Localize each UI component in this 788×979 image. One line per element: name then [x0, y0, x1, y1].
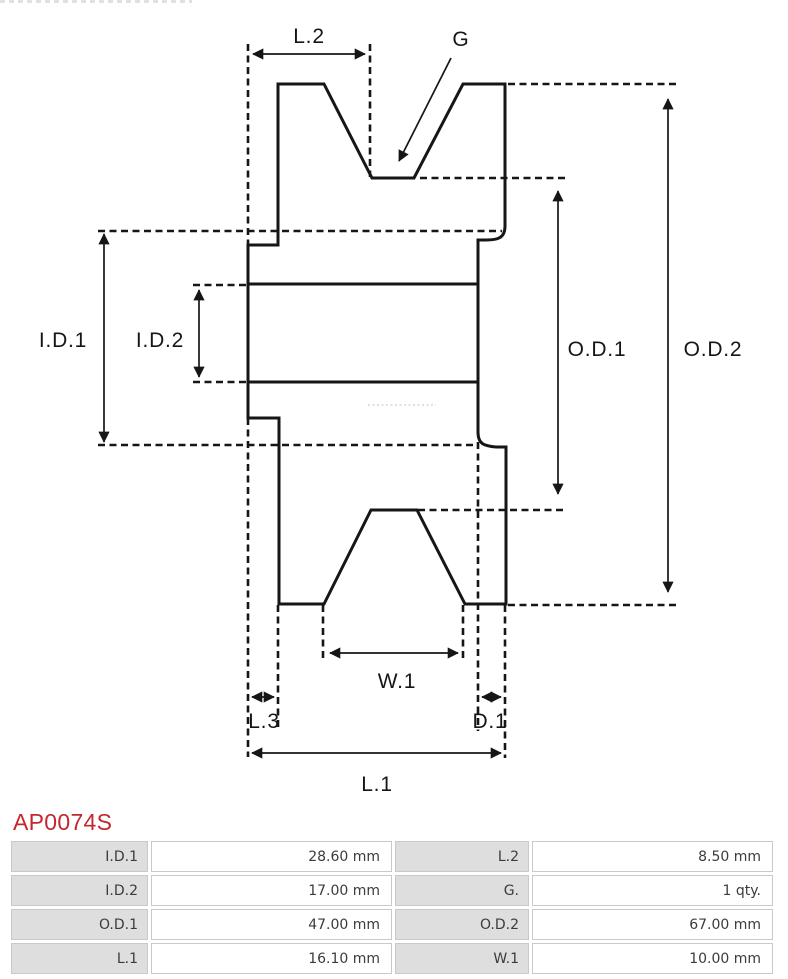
dim-label-cell-od2: O.D.2 — [395, 909, 529, 940]
pulley-profile-path — [246, 82, 508, 606]
dim-value-cell-l1: 16.10 mm — [151, 943, 392, 974]
extension-lines — [98, 44, 676, 758]
table-row: L.1 16.10 mm W.1 10.00 mm — [11, 943, 773, 974]
dim-label-cell-od1: O.D.1 — [11, 909, 148, 940]
table-row: I.D.2 17.00 mm G. 1 qty. — [11, 875, 773, 906]
dim-label-g: G — [452, 28, 469, 51]
dim-g-leader-arrow — [398, 57, 452, 162]
dimension-arrows — [98, 48, 674, 759]
dim-value-cell-id1: 28.60 mm — [151, 841, 392, 872]
pulley-cross-section-outline — [246, 82, 508, 606]
dim-label-l1: L.1 — [361, 773, 393, 796]
dim-value-cell-id2: 17.00 mm — [151, 875, 392, 906]
dim-label-w1: W.1 — [378, 670, 417, 693]
dim-label-id2: I.D.2 — [136, 329, 184, 352]
dim-value-cell-od2: 67.00 mm — [532, 909, 773, 940]
dim-label-l2: L.2 — [293, 25, 325, 48]
cropped-watermark-artifact — [0, 0, 192, 3]
dim-label-d1: D.1 — [472, 710, 507, 733]
dim-label-od2: O.D.2 — [684, 338, 743, 361]
dimension-labels: L.2 G I.D.1 I.D.2 O.D.1 O.D.2 W.1 L.3 D.… — [39, 25, 743, 796]
dim-label-l3: L.3 — [248, 710, 280, 733]
dim-value-cell-l2: 8.50 mm — [532, 841, 773, 872]
dim-label-cell-g: G. — [395, 875, 529, 906]
dim-label-cell-w1: W.1 — [395, 943, 529, 974]
dim-label-od1: O.D.1 — [568, 338, 627, 361]
dim-label-cell-id1: I.D.1 — [11, 841, 148, 872]
table-row: I.D.1 28.60 mm L.2 8.50 mm — [11, 841, 773, 872]
table-row: O.D.1 47.00 mm O.D.2 67.00 mm — [11, 909, 773, 940]
dim-label-cell-id2: I.D.2 — [11, 875, 148, 906]
part-number-title: AP0074S — [13, 809, 113, 835]
dim-label-cell-l1: L.1 — [11, 943, 148, 974]
pulley-technical-drawing: L.2 G I.D.1 I.D.2 O.D.1 O.D.2 W.1 L.3 D.… — [39, 25, 743, 796]
dim-value-cell-od1: 47.00 mm — [151, 909, 392, 940]
dim-label-cell-l2: L.2 — [395, 841, 529, 872]
dim-value-cell-w1: 10.00 mm — [532, 943, 773, 974]
dim-label-id1: I.D.1 — [39, 329, 87, 352]
dim-value-cell-g: 1 qty. — [532, 875, 773, 906]
dimensions-table: I.D.1 28.60 mm L.2 8.50 mm I.D.2 17.00 m… — [8, 838, 776, 977]
